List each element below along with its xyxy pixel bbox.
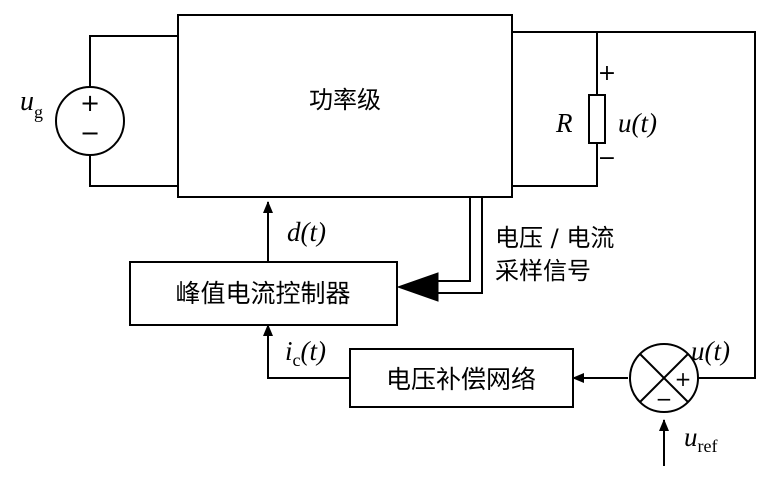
source-plus-sign: + (80, 89, 100, 117)
load-voltage-label: u(t) (618, 108, 657, 138)
control-current-label: ic(t) (285, 336, 326, 370)
sampling-signal-label-line1: 电压 / 电流 (495, 224, 614, 252)
summing-junction-icon (629, 343, 699, 413)
reference-voltage-label: uref (684, 422, 717, 456)
control-current-arrow (263, 324, 350, 379)
resistor-icon (588, 94, 606, 144)
output-top-wire (512, 31, 756, 379)
voltage-compensation-block (349, 348, 574, 408)
power-stage-block (177, 14, 513, 198)
peak-current-controller-block (129, 261, 398, 326)
load-bottom-wire (512, 143, 598, 187)
summing-minus-sign: − (656, 387, 673, 411)
voltage-source-icon (55, 86, 125, 156)
feedback-voltage-label: u(t) (691, 336, 730, 366)
load-plus-sign: + (598, 61, 616, 86)
sampling-signal-bus (396, 197, 483, 302)
source-voltage-label: ug (20, 86, 43, 122)
summing-plus-sign: + (675, 367, 692, 391)
source-minus-sign: − (80, 119, 100, 147)
resistor-label: R (555, 108, 573, 138)
sampling-signal-label-line2: 采样信号 (495, 257, 591, 285)
peak-current-controller-label: 峰值电流控制器 (175, 279, 350, 308)
voltage-compensation-label: 电压补偿网络 (386, 365, 536, 394)
duty-cycle-label: d(t) (287, 217, 326, 247)
source-bottom-wire (89, 142, 178, 187)
load-minus-sign: − (598, 146, 616, 171)
power-stage-label: 功率级 (309, 86, 381, 114)
source-top-wire (89, 35, 178, 100)
